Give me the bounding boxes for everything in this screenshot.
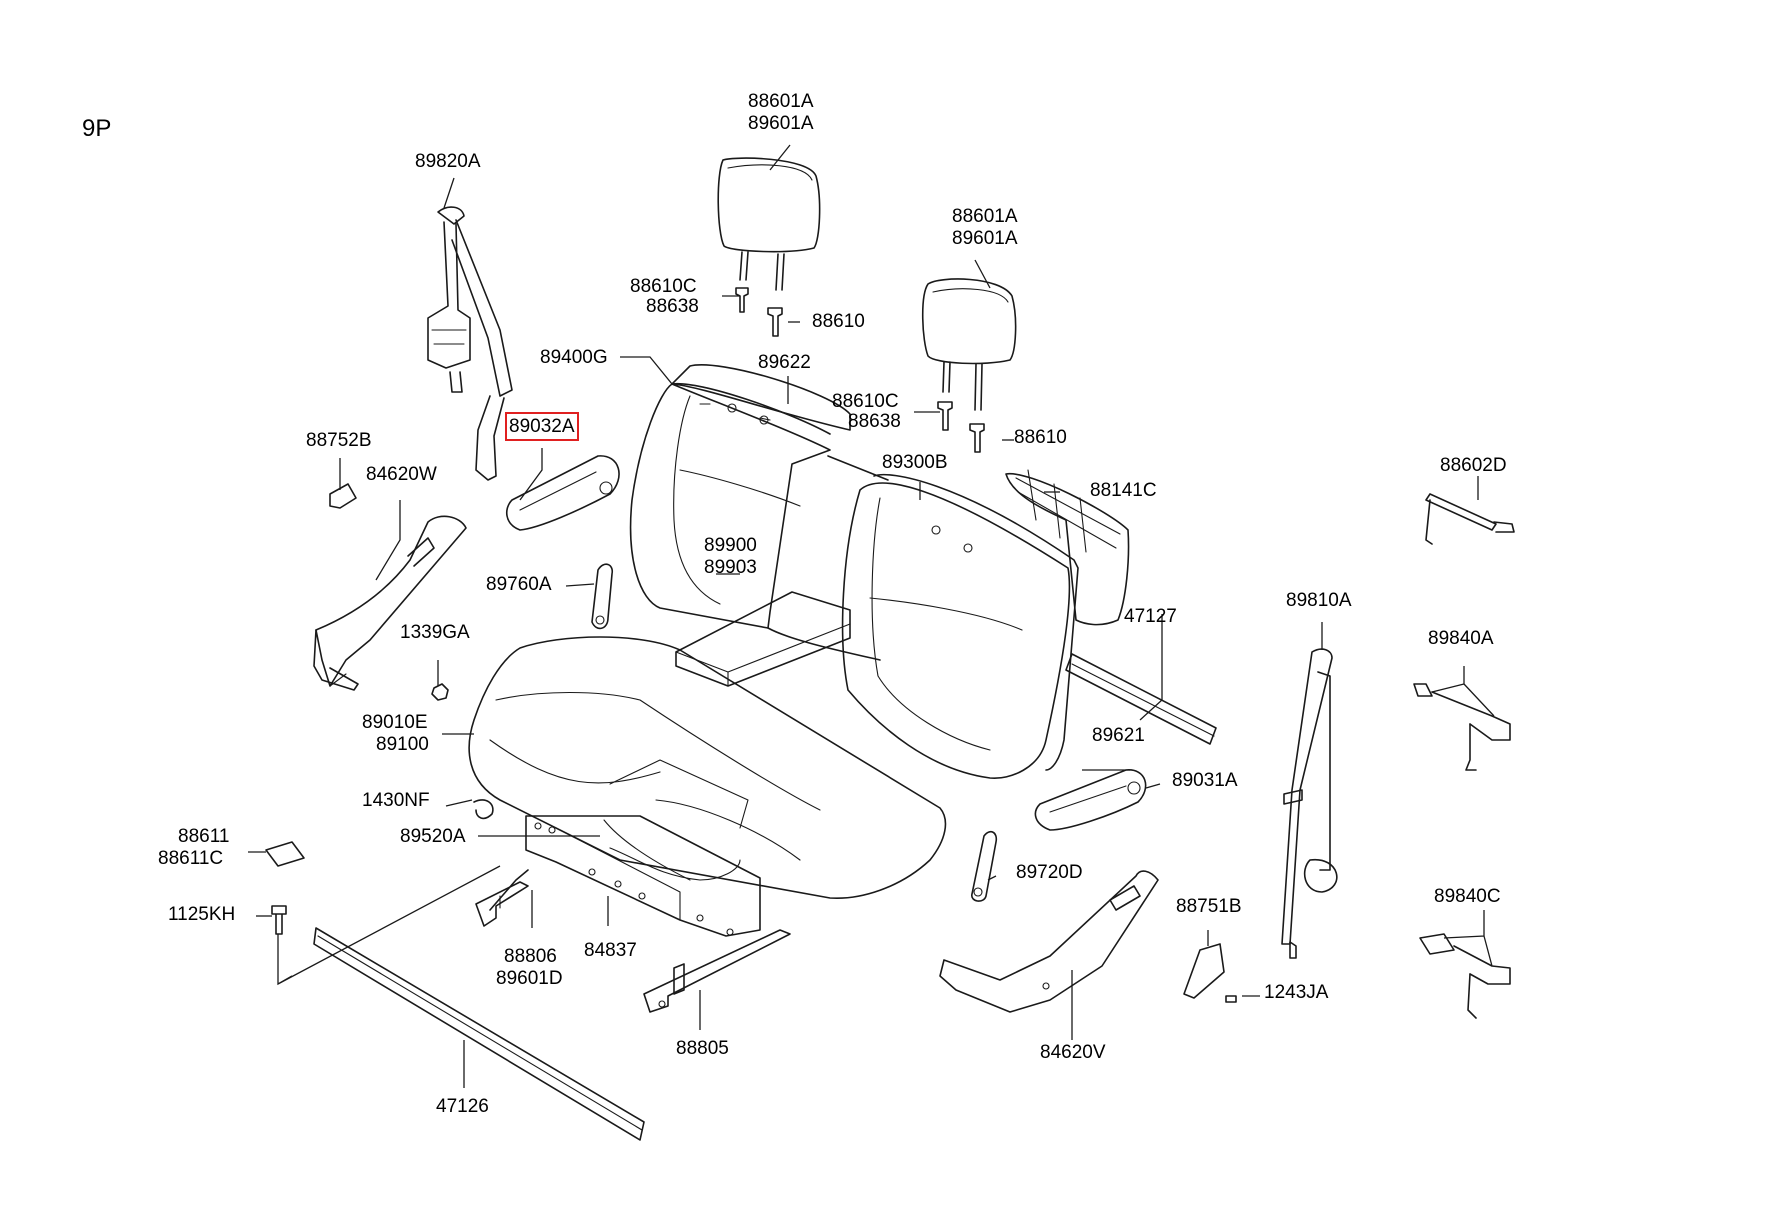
- seat-back-large-89400g: [629, 364, 881, 661]
- seat-belt-left-89820a: [427, 206, 513, 481]
- clip-88752b: [329, 483, 357, 509]
- armrest-center-89900: [675, 591, 851, 687]
- rail-47127: [1065, 653, 1217, 745]
- label-89840a[interactable]: 89840A: [1428, 628, 1494, 649]
- label-89032a-highlighted[interactable]: 89032A: [505, 412, 579, 441]
- label-89810a[interactable]: 89810A: [1286, 590, 1352, 611]
- seat-track-88806: [475, 869, 529, 927]
- headrest-guide-left-1: [735, 287, 749, 313]
- label-88610-right[interactable]: 88610: [1014, 427, 1067, 448]
- headrest-guide-right-1: [937, 401, 953, 431]
- label-84620w[interactable]: 84620W: [366, 464, 437, 485]
- headrest-guide-right-2: [969, 423, 985, 453]
- buckle-89840c: [1419, 933, 1511, 1019]
- label-89601a-left[interactable]: 89601A: [748, 113, 814, 134]
- bolt-1125kh: [271, 905, 287, 935]
- label-88610-left[interactable]: 88610: [812, 311, 865, 332]
- label-89300b[interactable]: 89300B: [882, 452, 948, 473]
- label-88610c-left[interactable]: 88610C: [630, 276, 697, 297]
- label-84620v[interactable]: 84620V: [1040, 1042, 1106, 1063]
- screw-1243ja: [1225, 995, 1237, 1003]
- bracket-89760a: [591, 563, 614, 630]
- clip-1430nf: [473, 799, 494, 820]
- cover-88611: [265, 841, 305, 867]
- label-84837[interactable]: 84837: [584, 940, 637, 961]
- label-89760a[interactable]: 89760A: [486, 574, 552, 595]
- label-47127[interactable]: 47127: [1124, 606, 1177, 627]
- label-88141c[interactable]: 88141C: [1090, 480, 1157, 501]
- label-89900[interactable]: 89900: [704, 535, 757, 556]
- label-1243ja[interactable]: 1243JA: [1264, 982, 1329, 1003]
- label-88610c-right[interactable]: 88610C: [832, 391, 899, 412]
- label-89903[interactable]: 89903: [704, 557, 757, 578]
- bracket-89720d: [971, 830, 998, 902]
- label-1339ga[interactable]: 1339GA: [400, 622, 470, 643]
- side-trim-84620v: [939, 870, 1159, 1013]
- seat-back-small-89300b: [827, 455, 1079, 779]
- label-1430nf[interactable]: 1430NF: [362, 790, 430, 811]
- label-88751b[interactable]: 88751B: [1176, 896, 1242, 917]
- headrest-guide-left-2: [767, 307, 783, 337]
- label-88602d[interactable]: 88602D: [1440, 455, 1507, 476]
- cover-88751b: [1183, 943, 1225, 999]
- label-89100[interactable]: 89100: [376, 734, 429, 755]
- page-id: 9P: [82, 115, 112, 142]
- label-88611[interactable]: 88611: [178, 826, 230, 847]
- label-88752b[interactable]: 88752B: [306, 430, 372, 451]
- label-88638-right[interactable]: 88638: [848, 411, 901, 432]
- buckle-89840a: [1413, 683, 1511, 771]
- label-88601a-left[interactable]: 88601A: [748, 91, 814, 112]
- label-88806[interactable]: 88806: [504, 946, 557, 967]
- rail-47126: [313, 927, 645, 1141]
- side-trim-84620w: [313, 515, 467, 691]
- label-89400g[interactable]: 89400G: [540, 347, 608, 368]
- seat-belt-right-89810a: [1281, 648, 1338, 959]
- buckle-88602d: [1425, 493, 1515, 545]
- label-89520a[interactable]: 89520A: [400, 826, 466, 847]
- back-frame-88141c: [1005, 469, 1130, 626]
- label-88611c[interactable]: 88611C: [158, 848, 224, 869]
- label-89720d[interactable]: 89720D: [1016, 862, 1083, 883]
- headrest-left: [717, 157, 821, 291]
- label-88805[interactable]: 88805: [676, 1038, 729, 1059]
- seat-cushion-89010e: [468, 636, 947, 899]
- leader-lines: [248, 144, 1495, 1088]
- label-89840c[interactable]: 89840C: [1434, 886, 1501, 907]
- headrest-right: [921, 278, 1017, 411]
- label-89820a[interactable]: 89820A: [415, 151, 481, 172]
- label-88601a-right[interactable]: 88601A: [952, 206, 1018, 227]
- label-1125kh[interactable]: 1125KH: [168, 904, 236, 925]
- label-89601a-right[interactable]: 89601A: [952, 228, 1018, 249]
- label-89010e[interactable]: 89010E: [362, 712, 428, 733]
- label-89031a[interactable]: 89031A: [1172, 770, 1238, 791]
- label-89622[interactable]: 89622: [758, 352, 811, 373]
- seat-frame-89520a: [525, 815, 761, 937]
- seat-track-88805: [643, 929, 791, 1013]
- armrest-pad-89031a: [1034, 769, 1147, 831]
- label-89601d[interactable]: 89601D: [496, 968, 563, 989]
- label-89621[interactable]: 89621: [1092, 725, 1145, 746]
- armrest-pad-89032a: [505, 455, 620, 531]
- nut-1339ga: [431, 683, 449, 701]
- label-88638-left[interactable]: 88638: [646, 296, 699, 317]
- label-47126[interactable]: 47126: [436, 1096, 489, 1117]
